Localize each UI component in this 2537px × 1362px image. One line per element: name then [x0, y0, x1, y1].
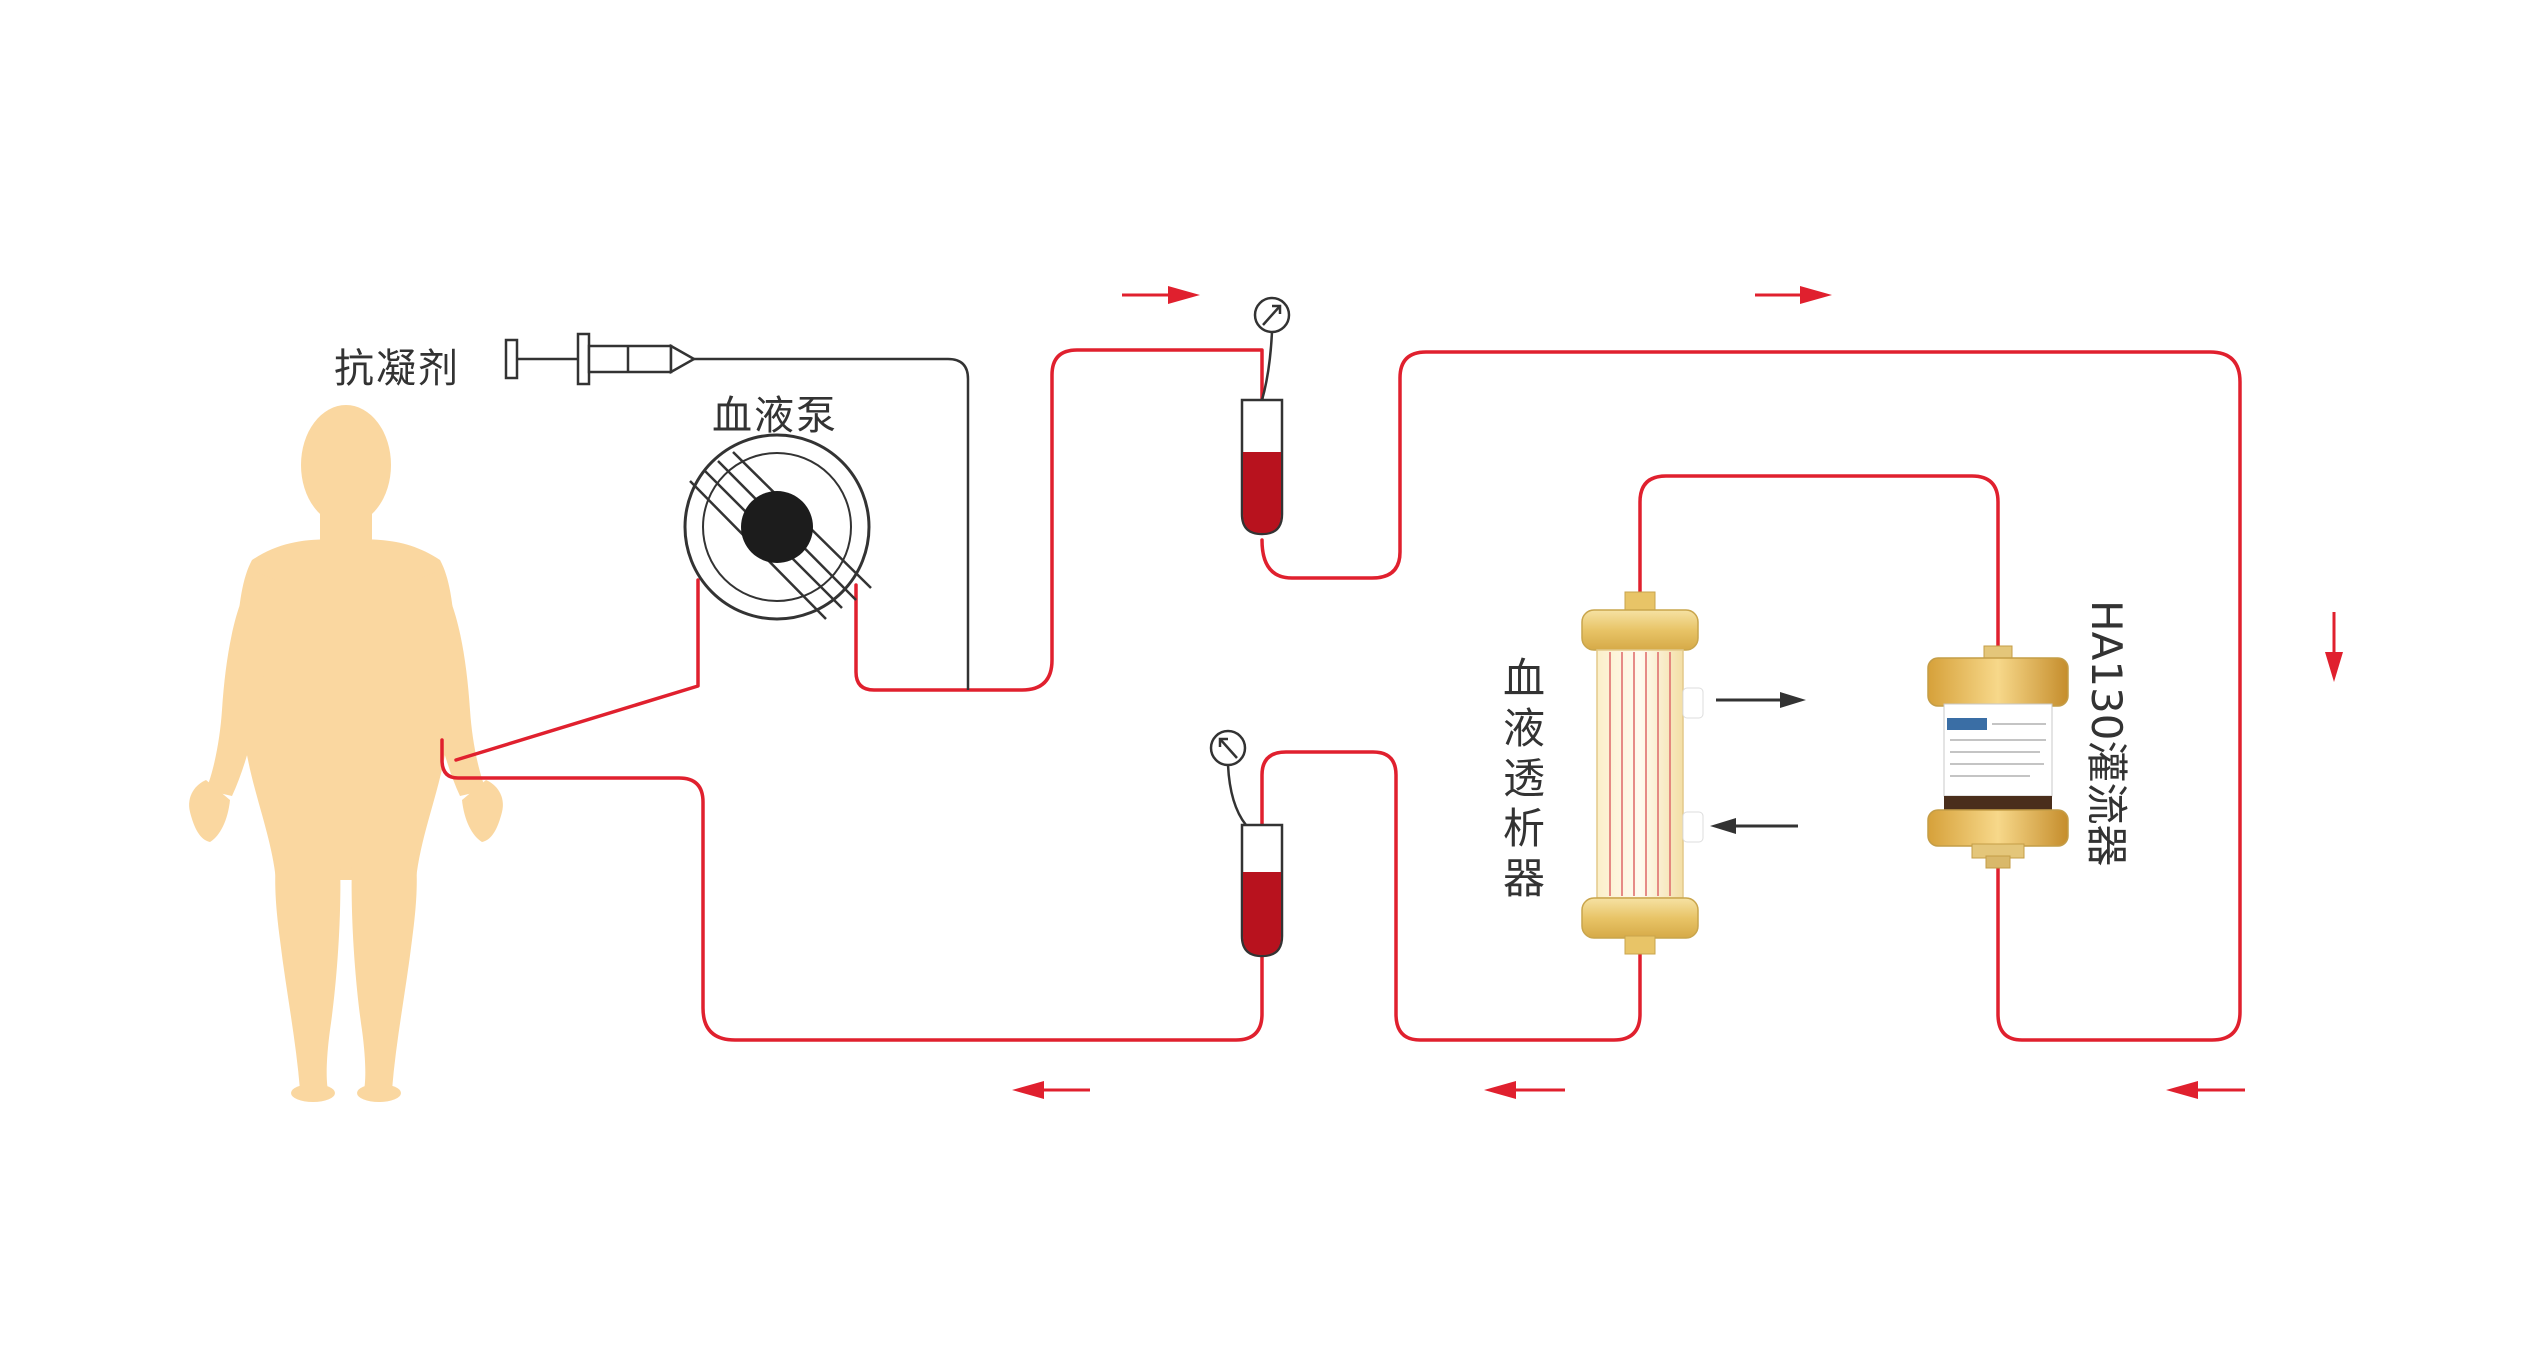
flow-arrow-right — [1122, 286, 1200, 304]
flow-arrow-left — [1484, 1081, 1565, 1099]
dialysate-arrow-right — [1716, 692, 1806, 708]
blood-pump — [683, 433, 872, 621]
flow-arrow-left — [1012, 1081, 1090, 1099]
blood-circuit-lines — [440, 348, 2242, 1042]
flow-arrow-right — [1755, 286, 1832, 304]
perfusion-device-label: HA130灌流器 — [2082, 600, 2131, 867]
blood-pump-label: 血液泵 — [712, 393, 838, 439]
perfusion-to-dialyzer-line — [1638, 474, 2000, 654]
anticoagulant-line — [706, 357, 970, 690]
dialyzer-label: 血液透析器 — [1502, 654, 1545, 903]
anticoagulant-label: 抗凝剂 — [334, 346, 460, 392]
hemodialyzer — [1581, 591, 1704, 955]
anticoagulant-syringe — [504, 332, 706, 386]
dialyzer-to-venous-chamber-line — [1260, 750, 1642, 1042]
arterial-line-to-pump — [454, 578, 700, 762]
flow-arrow-down — [2325, 612, 2343, 682]
arterial-pressure-chamber — [1240, 296, 1291, 536]
patient-silhouette — [189, 405, 503, 1102]
flow-arrows — [1012, 286, 2343, 1099]
chamber-to-perfusion-line — [1260, 350, 2242, 1042]
venous-return-line — [440, 738, 1264, 1042]
ha130-perfusion-device — [1927, 645, 2069, 869]
pump-to-pressure-chamber-line — [854, 348, 1264, 692]
venous-pressure-chamber — [1209, 729, 1284, 958]
flow-arrow-left — [2166, 1081, 2245, 1099]
dialysate-arrow-left — [1710, 818, 1798, 834]
dialysate-arrows — [1710, 692, 1806, 834]
